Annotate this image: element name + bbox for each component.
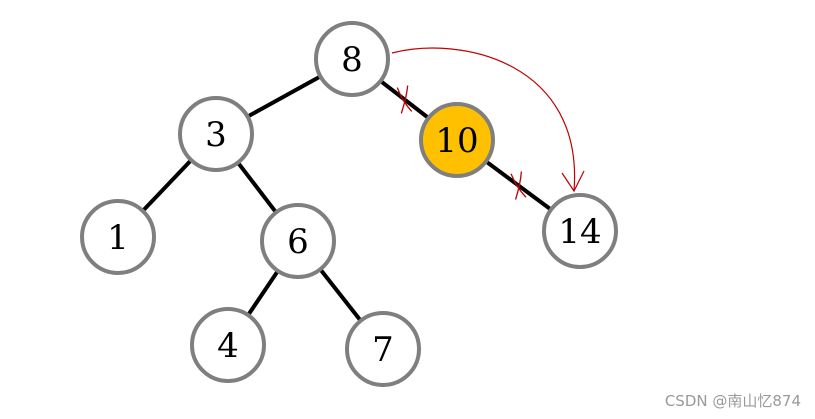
annotation-layer [391,47,585,200]
edge-n8-n10 [379,79,430,120]
edge-n3-n1 [141,158,193,213]
edge-cross-mark [396,85,413,114]
node-8: 8 [314,21,390,97]
nodes-layer: 8 3 10 1 6 14 4 7 [80,21,618,387]
edge-cross-mark [510,171,527,200]
node-label: 3 [205,115,227,155]
node-circle [80,199,156,275]
node-circle [542,193,618,269]
node-7: 7 [345,311,421,387]
node-label: 10 [435,121,478,161]
node-circle [260,203,336,279]
edges-layer [141,74,553,322]
node-circle [345,311,421,387]
watermark: CSDN @南山忆874 [664,392,801,410]
edge-n3-n6 [236,161,278,214]
node-label: 4 [217,326,239,366]
node-label: 1 [107,218,129,258]
node-3: 3 [178,96,254,172]
node-circle [178,96,254,172]
node-label: 7 [372,330,394,370]
node-label: 6 [287,222,309,262]
node-14: 14 [542,193,618,269]
edge-n8-n3 [246,74,322,119]
node-circle [190,307,266,383]
node-1: 1 [80,199,156,275]
node-label: 8 [341,40,363,80]
node-circle [314,21,390,97]
arrow-n8-n14 [391,47,585,193]
node-4: 4 [190,307,266,383]
edge-n6-n4 [246,269,280,317]
node-6: 6 [260,203,336,279]
edge-n6-n7 [318,268,363,322]
node-circle [419,102,495,178]
node-10: 10 [419,102,495,178]
edge-n10-n14 [484,159,553,212]
node-label: 14 [558,212,601,252]
